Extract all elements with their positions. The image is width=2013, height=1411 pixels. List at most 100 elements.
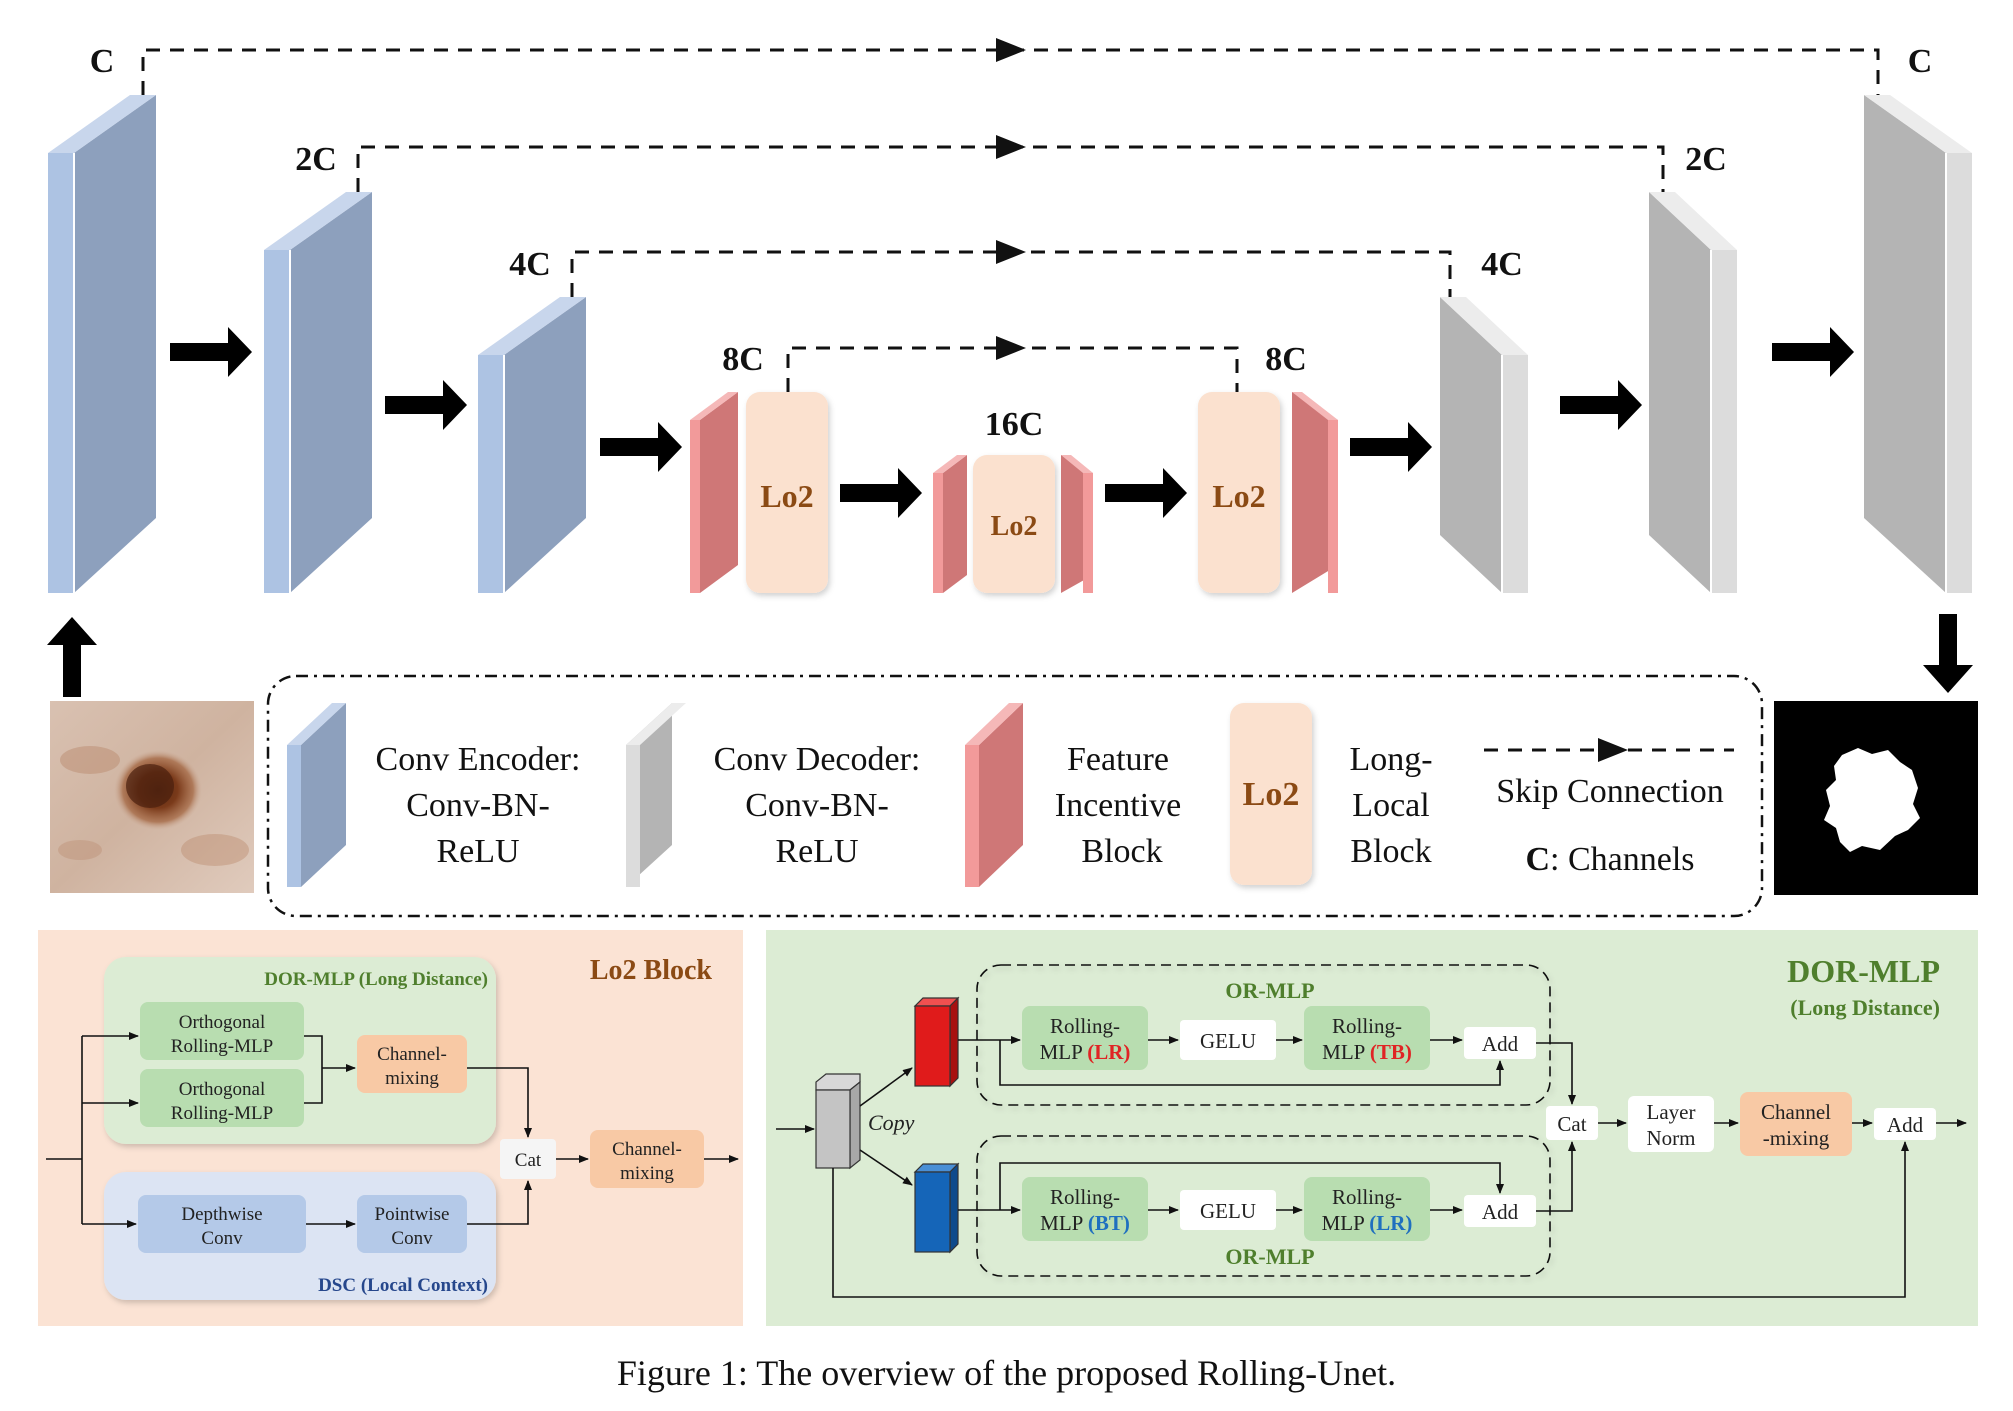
svg-text:Feature: Feature bbox=[1067, 741, 1169, 778]
svg-text:Conv Decoder:: Conv Decoder: bbox=[714, 741, 921, 778]
svg-text:Incentive: Incentive bbox=[1055, 787, 1182, 824]
svg-text:ReLU: ReLU bbox=[775, 833, 858, 870]
skip-connection-c bbox=[141, 48, 1880, 95]
arrow-output-down bbox=[1923, 614, 1973, 693]
svg-text:-mixing: -mixing bbox=[1763, 1126, 1830, 1150]
encoder-block-c bbox=[48, 95, 156, 593]
rolling-mlp-lr-top bbox=[1022, 1006, 1148, 1070]
fib-bottleneck-left bbox=[933, 455, 967, 593]
lo2-block-bottleneck: Lo2 bbox=[973, 455, 1055, 593]
svg-text:Rolling-: Rolling- bbox=[1332, 1185, 1402, 1209]
svg-text:mixing: mixing bbox=[620, 1163, 674, 1184]
lo2-label-right: Lo2 bbox=[1212, 478, 1265, 514]
orthogonal-rolling-mlp-2 bbox=[140, 1069, 304, 1127]
fib-bottleneck-right bbox=[1061, 455, 1093, 593]
svg-text:Rolling-: Rolling- bbox=[1050, 1185, 1120, 1209]
channel-label-c-right: C bbox=[1908, 43, 1933, 80]
gray-input-cube bbox=[815, 1073, 861, 1170]
legend-long-local-text: Long- Local Block bbox=[1349, 741, 1432, 870]
svg-text:Long-: Long- bbox=[1349, 741, 1432, 778]
arrow-dec2-dec1 bbox=[1772, 327, 1854, 377]
dor-cat-node bbox=[1546, 1106, 1598, 1140]
figure-caption: Figure 1: The overview of the proposed R… bbox=[616, 1353, 1397, 1393]
layer-norm bbox=[1628, 1096, 1714, 1152]
arrow-fib-dec3 bbox=[1350, 422, 1432, 472]
svg-text:MLP (LR): MLP (LR) bbox=[1040, 1040, 1131, 1064]
dor-mlp-panel: DOR-MLP (Long Distance) OR-MLP OR-MLP Co… bbox=[766, 930, 1978, 1326]
channel-label-4c-left: 4C bbox=[509, 246, 551, 283]
channel-label-c-left: C bbox=[90, 43, 115, 80]
svg-text:Orthogonal: Orthogonal bbox=[179, 1079, 266, 1100]
svg-text:Add: Add bbox=[1482, 1032, 1519, 1056]
svg-text:Cat: Cat bbox=[515, 1150, 542, 1171]
svg-text:Local: Local bbox=[1352, 787, 1429, 824]
svg-text:Conv Encoder:: Conv Encoder: bbox=[376, 741, 581, 778]
svg-text:Lo2: Lo2 bbox=[1243, 776, 1300, 813]
depthwise-conv bbox=[138, 1195, 306, 1253]
svg-text:Rolling-MLP: Rolling-MLP bbox=[171, 1103, 273, 1124]
gelu-bottom bbox=[1180, 1190, 1276, 1230]
arrow-bottleneck-lo2 bbox=[1105, 468, 1187, 518]
legend: Conv Encoder: Conv-BN- ReLU Conv Decoder… bbox=[266, 674, 1764, 918]
skip-connection-8c bbox=[786, 346, 1239, 392]
dsc-subtitle: DSC (Local Context) bbox=[318, 1275, 488, 1296]
or-mlp-top-box bbox=[976, 964, 1551, 1106]
channel-label-8c-right: 8C bbox=[1265, 341, 1307, 378]
svg-text:Rolling-: Rolling- bbox=[1332, 1014, 1402, 1038]
decoder-block-4c bbox=[1440, 297, 1528, 593]
svg-text:Channel-: Channel- bbox=[377, 1044, 447, 1065]
svg-text:Rolling-MLP: Rolling-MLP bbox=[171, 1036, 273, 1057]
legend-feature-incentive-icon bbox=[965, 703, 1023, 887]
svg-text:Conv: Conv bbox=[201, 1228, 243, 1249]
legend-channels: C: Channels bbox=[1525, 841, 1694, 878]
skip-connection-2c bbox=[356, 145, 1665, 192]
svg-text:Cat: Cat bbox=[1557, 1112, 1586, 1136]
channel-label-16c: 16C bbox=[985, 406, 1044, 443]
decoder-block-c bbox=[1864, 95, 1972, 593]
blue-cube bbox=[913, 1162, 960, 1254]
unet-architecture: Lo2 Lo2 Lo2 bbox=[47, 38, 1973, 697]
svg-text:Channel-: Channel- bbox=[612, 1139, 682, 1160]
svg-text:Rolling-: Rolling- bbox=[1050, 1014, 1120, 1038]
svg-text:Conv-BN-: Conv-BN- bbox=[406, 787, 550, 824]
channel-label-2c-left: 2C bbox=[295, 141, 337, 178]
lo2-block-title: Lo2 Block bbox=[590, 955, 713, 986]
arrow-lo2-bottleneck bbox=[840, 468, 922, 518]
rolling-mlp-bt-bottom bbox=[1022, 1177, 1148, 1241]
add-top bbox=[1464, 1027, 1536, 1059]
rolling-mlp-lr-bottom bbox=[1304, 1177, 1430, 1241]
svg-text:Block: Block bbox=[1081, 833, 1162, 870]
svg-text:Conv-BN-: Conv-BN- bbox=[745, 787, 889, 824]
output-segmentation-mask bbox=[1774, 701, 1978, 895]
skip-arrowheads bbox=[996, 38, 1026, 360]
flow-arrows bbox=[47, 327, 1973, 697]
rolling-mlp-tb-top bbox=[1304, 1006, 1430, 1070]
legend-decoder-text: Conv Decoder: Conv-BN- ReLU bbox=[714, 741, 921, 870]
skip-connection-4c bbox=[570, 250, 1452, 297]
input-skin-lesion-image bbox=[50, 701, 254, 893]
or-mlp-bottom-box bbox=[976, 1135, 1551, 1277]
svg-text:Depthwise: Depthwise bbox=[181, 1204, 262, 1225]
add-bottom bbox=[1464, 1195, 1536, 1227]
dor-mlp-subtitle-right: (Long Distance) bbox=[1790, 995, 1940, 1020]
svg-text:Channel: Channel bbox=[1761, 1100, 1831, 1124]
arrow-enc1-enc2 bbox=[170, 327, 252, 377]
skip-connections bbox=[141, 48, 1880, 392]
svg-text:mixing: mixing bbox=[385, 1068, 439, 1089]
legend-lo2-icon: Lo2 bbox=[1230, 703, 1312, 885]
encoder-block-4c bbox=[478, 297, 586, 593]
svg-text:Conv: Conv bbox=[391, 1228, 433, 1249]
svg-text:GELU: GELU bbox=[1200, 1199, 1256, 1223]
arrow-input-up bbox=[47, 617, 97, 697]
legend-encoder-text: Conv Encoder: Conv-BN- ReLU bbox=[376, 741, 581, 870]
svg-text:Orthogonal: Orthogonal bbox=[179, 1012, 266, 1033]
decoder-block-2c bbox=[1649, 192, 1737, 593]
orthogonal-rolling-mlp-1 bbox=[140, 1002, 304, 1060]
lo2-block-panel: Lo2 Block DOR-MLP (Long Distance) Orthog… bbox=[38, 930, 743, 1326]
legend-decoder-icon bbox=[626, 703, 686, 887]
pointwise-conv bbox=[357, 1195, 467, 1253]
copy-label: Copy bbox=[868, 1110, 915, 1135]
channel-label-2c-right: 2C bbox=[1685, 141, 1727, 178]
lo2-label-left: Lo2 bbox=[760, 478, 813, 514]
